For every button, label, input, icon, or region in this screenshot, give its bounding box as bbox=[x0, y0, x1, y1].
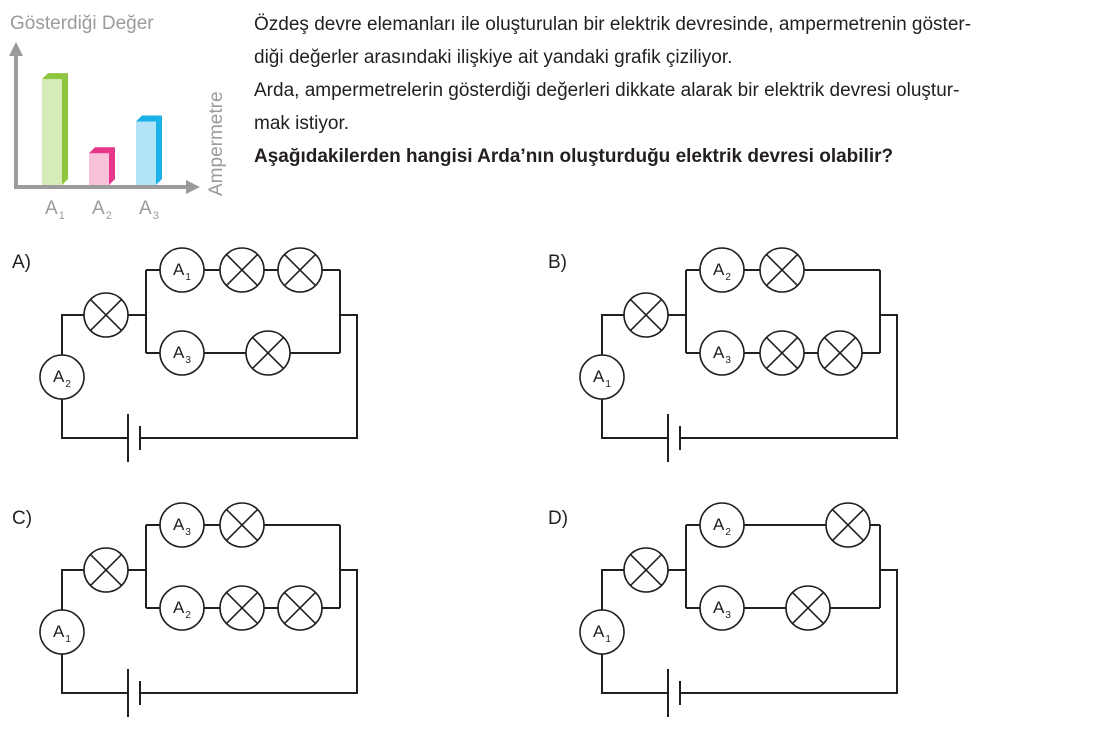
tick-label-3: A3 bbox=[139, 198, 159, 222]
x-axis-arrow bbox=[186, 180, 200, 194]
bar-side bbox=[109, 147, 115, 185]
branch-top-ammeter: A1 bbox=[159, 247, 205, 293]
svg-text:A2: A2 bbox=[173, 598, 191, 621]
option-c-label[interactable]: C) bbox=[12, 508, 33, 529]
branch-top-ammeter: A2 bbox=[699, 502, 745, 548]
lamp-icon bbox=[245, 330, 291, 376]
main-ammeter: A2 bbox=[39, 354, 85, 400]
tick-label-1: A1 bbox=[45, 198, 65, 222]
bar-2 bbox=[89, 147, 115, 185]
bar-1 bbox=[42, 73, 68, 185]
svg-text:A1: A1 bbox=[173, 260, 191, 283]
svg-text:A3: A3 bbox=[713, 598, 731, 621]
chart-title: Gösterdiği Değer bbox=[10, 13, 154, 34]
lamp-icon bbox=[277, 585, 323, 631]
lamp-icon bbox=[759, 247, 805, 293]
bar-front bbox=[89, 153, 109, 185]
lamp-icon bbox=[759, 330, 805, 376]
branch-bottom-ammeter: A3 bbox=[699, 330, 745, 376]
bar-side bbox=[62, 73, 68, 185]
tick-label-2: A2 bbox=[92, 198, 112, 222]
bar-side bbox=[156, 115, 162, 185]
lamp-icon bbox=[817, 330, 863, 376]
question-line-3: Arda, ampermetrelerin gösterdiği değerle… bbox=[254, 80, 960, 101]
svg-text:A1: A1 bbox=[593, 367, 611, 390]
question-prompt: Aşağıdakilerden hangisi Arda’nın oluştur… bbox=[254, 146, 894, 167]
bar-top bbox=[42, 73, 68, 80]
option-b-label[interactable]: B) bbox=[548, 252, 567, 273]
svg-text:A3: A3 bbox=[173, 515, 191, 538]
branch-top-ammeter: A2 bbox=[699, 247, 745, 293]
x-axis-label: Ampermetre bbox=[206, 91, 227, 196]
lamp-icon bbox=[83, 292, 129, 338]
question-line-1: Özdeş devre elemanları ile oluşturulan b… bbox=[254, 14, 972, 35]
option-d-label[interactable]: D) bbox=[548, 508, 569, 529]
lamp-icon bbox=[785, 585, 831, 631]
lamp-icon bbox=[277, 247, 323, 293]
question-text: Özdeş devre elemanları ile oluşturulan b… bbox=[254, 8, 1104, 173]
y-axis-arrow bbox=[9, 42, 23, 56]
question-line-4: mak istiyor. bbox=[254, 113, 350, 134]
branch-bottom-ammeter: A3 bbox=[699, 585, 745, 631]
bar-front bbox=[136, 121, 156, 185]
option-a-label[interactable]: A) bbox=[12, 252, 31, 273]
svg-text:A1: A1 bbox=[53, 622, 71, 645]
lamp-icon bbox=[623, 292, 669, 338]
main-ammeter: A1 bbox=[39, 609, 85, 655]
lamp-icon bbox=[825, 502, 871, 548]
lamp-icon bbox=[219, 502, 265, 548]
branch-bottom-ammeter: A3 bbox=[159, 330, 205, 376]
lamp-icon bbox=[623, 547, 669, 593]
svg-text:A2: A2 bbox=[713, 260, 731, 283]
lamp-icon bbox=[83, 547, 129, 593]
svg-text:A2: A2 bbox=[53, 367, 71, 390]
main-ammeter: A1 bbox=[579, 609, 625, 655]
bar-top bbox=[136, 115, 162, 122]
svg-text:A1: A1 bbox=[593, 622, 611, 645]
svg-text:A3: A3 bbox=[173, 343, 191, 366]
lamp-icon bbox=[219, 247, 265, 293]
bar-3 bbox=[136, 115, 162, 185]
bar-top bbox=[89, 147, 115, 154]
branch-bottom-ammeter: A2 bbox=[159, 585, 205, 631]
question-line-2: diği değerler arasındaki ilişkiye ait ya… bbox=[254, 47, 733, 68]
main-ammeter: A1 bbox=[579, 354, 625, 400]
svg-text:A2: A2 bbox=[713, 515, 731, 538]
svg-text:A3: A3 bbox=[713, 343, 731, 366]
lamp-icon bbox=[219, 585, 265, 631]
bar-front bbox=[42, 79, 62, 185]
branch-top-ammeter: A3 bbox=[159, 502, 205, 548]
